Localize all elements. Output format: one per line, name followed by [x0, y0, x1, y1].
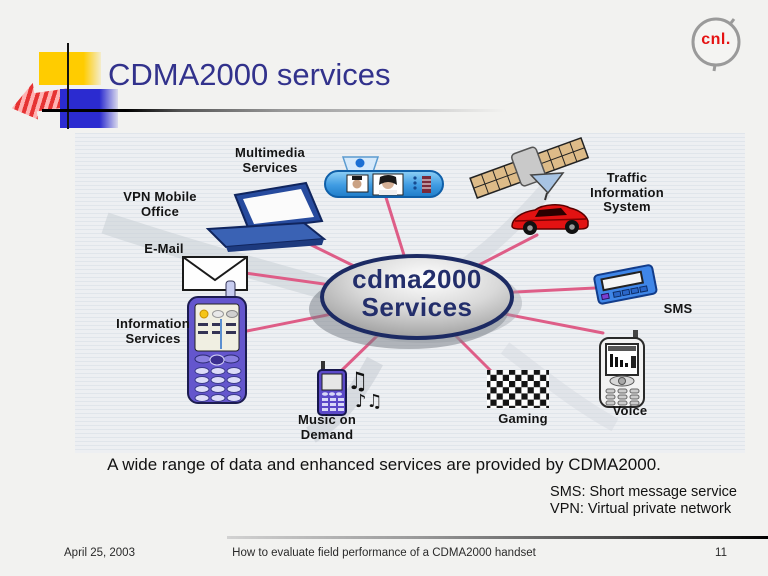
- footer-page-number: 11: [715, 547, 727, 559]
- email-envelope-icon: [182, 256, 248, 291]
- caption: A wide range of data and enhanced servic…: [107, 455, 661, 474]
- voice-phone-icon: [599, 330, 645, 408]
- deco-yellow-square: [39, 52, 101, 85]
- label-music-on-demand: Music on Demand: [298, 412, 356, 442]
- label-vpn-mobile-office: VPN Mobile Office: [123, 189, 197, 219]
- music-notes-icon: ♫ ♪♫: [347, 367, 383, 412]
- abbr-sms: SMS: Short message service: [550, 484, 737, 500]
- music-phone-icon: [317, 361, 347, 416]
- label-voice: Voice: [612, 403, 648, 418]
- label-email: E-Mail: [144, 241, 184, 256]
- title-underline: [42, 109, 506, 112]
- footer-title: How to evaluate field performance of a C…: [232, 547, 536, 559]
- cnl-logo: cnl.: [688, 12, 744, 72]
- sms-pager-icon: [593, 264, 658, 305]
- laptop-icon: [205, 181, 327, 252]
- svg-text:♫: ♫: [347, 367, 369, 395]
- footer-date: April 25, 2003: [64, 547, 135, 559]
- deco-blue-square: [60, 89, 118, 128]
- center-ellipse: [309, 254, 522, 349]
- car-icon: [511, 204, 589, 235]
- label-traffic-information-system: Traffic Information System: [590, 170, 664, 215]
- gaming-checkerboard-icon: [487, 370, 549, 408]
- footer-divider: [227, 536, 768, 539]
- label-sms: SMS: [663, 301, 693, 316]
- page-title: CDMA2000 services: [108, 57, 391, 92]
- information-phone-icon: [187, 280, 247, 404]
- abbreviation-notes: SMS: Short message service VPN: Virtual …: [550, 484, 737, 518]
- logo-text: cnl.: [701, 31, 731, 48]
- satellite-icon: [469, 136, 590, 201]
- label-gaming: Gaming: [498, 411, 548, 426]
- label-multimedia-services: Multimedia Services: [235, 145, 305, 175]
- deco-crosshair-line: [67, 43, 69, 129]
- svg-text:♪♫: ♪♫: [355, 391, 383, 412]
- multimedia-device-icon: [324, 156, 444, 198]
- abbr-vpn: VPN: Virtual private network: [550, 501, 732, 517]
- label-information-services: Information Services: [116, 316, 190, 346]
- diagram-art: ♫ ♪♫: [101, 136, 658, 443]
- services-diagram: ♫ ♪♫: [75, 133, 745, 453]
- logo-circle-icon: [691, 17, 741, 72]
- diagram-center-label: cdma2000 Services: [352, 264, 482, 322]
